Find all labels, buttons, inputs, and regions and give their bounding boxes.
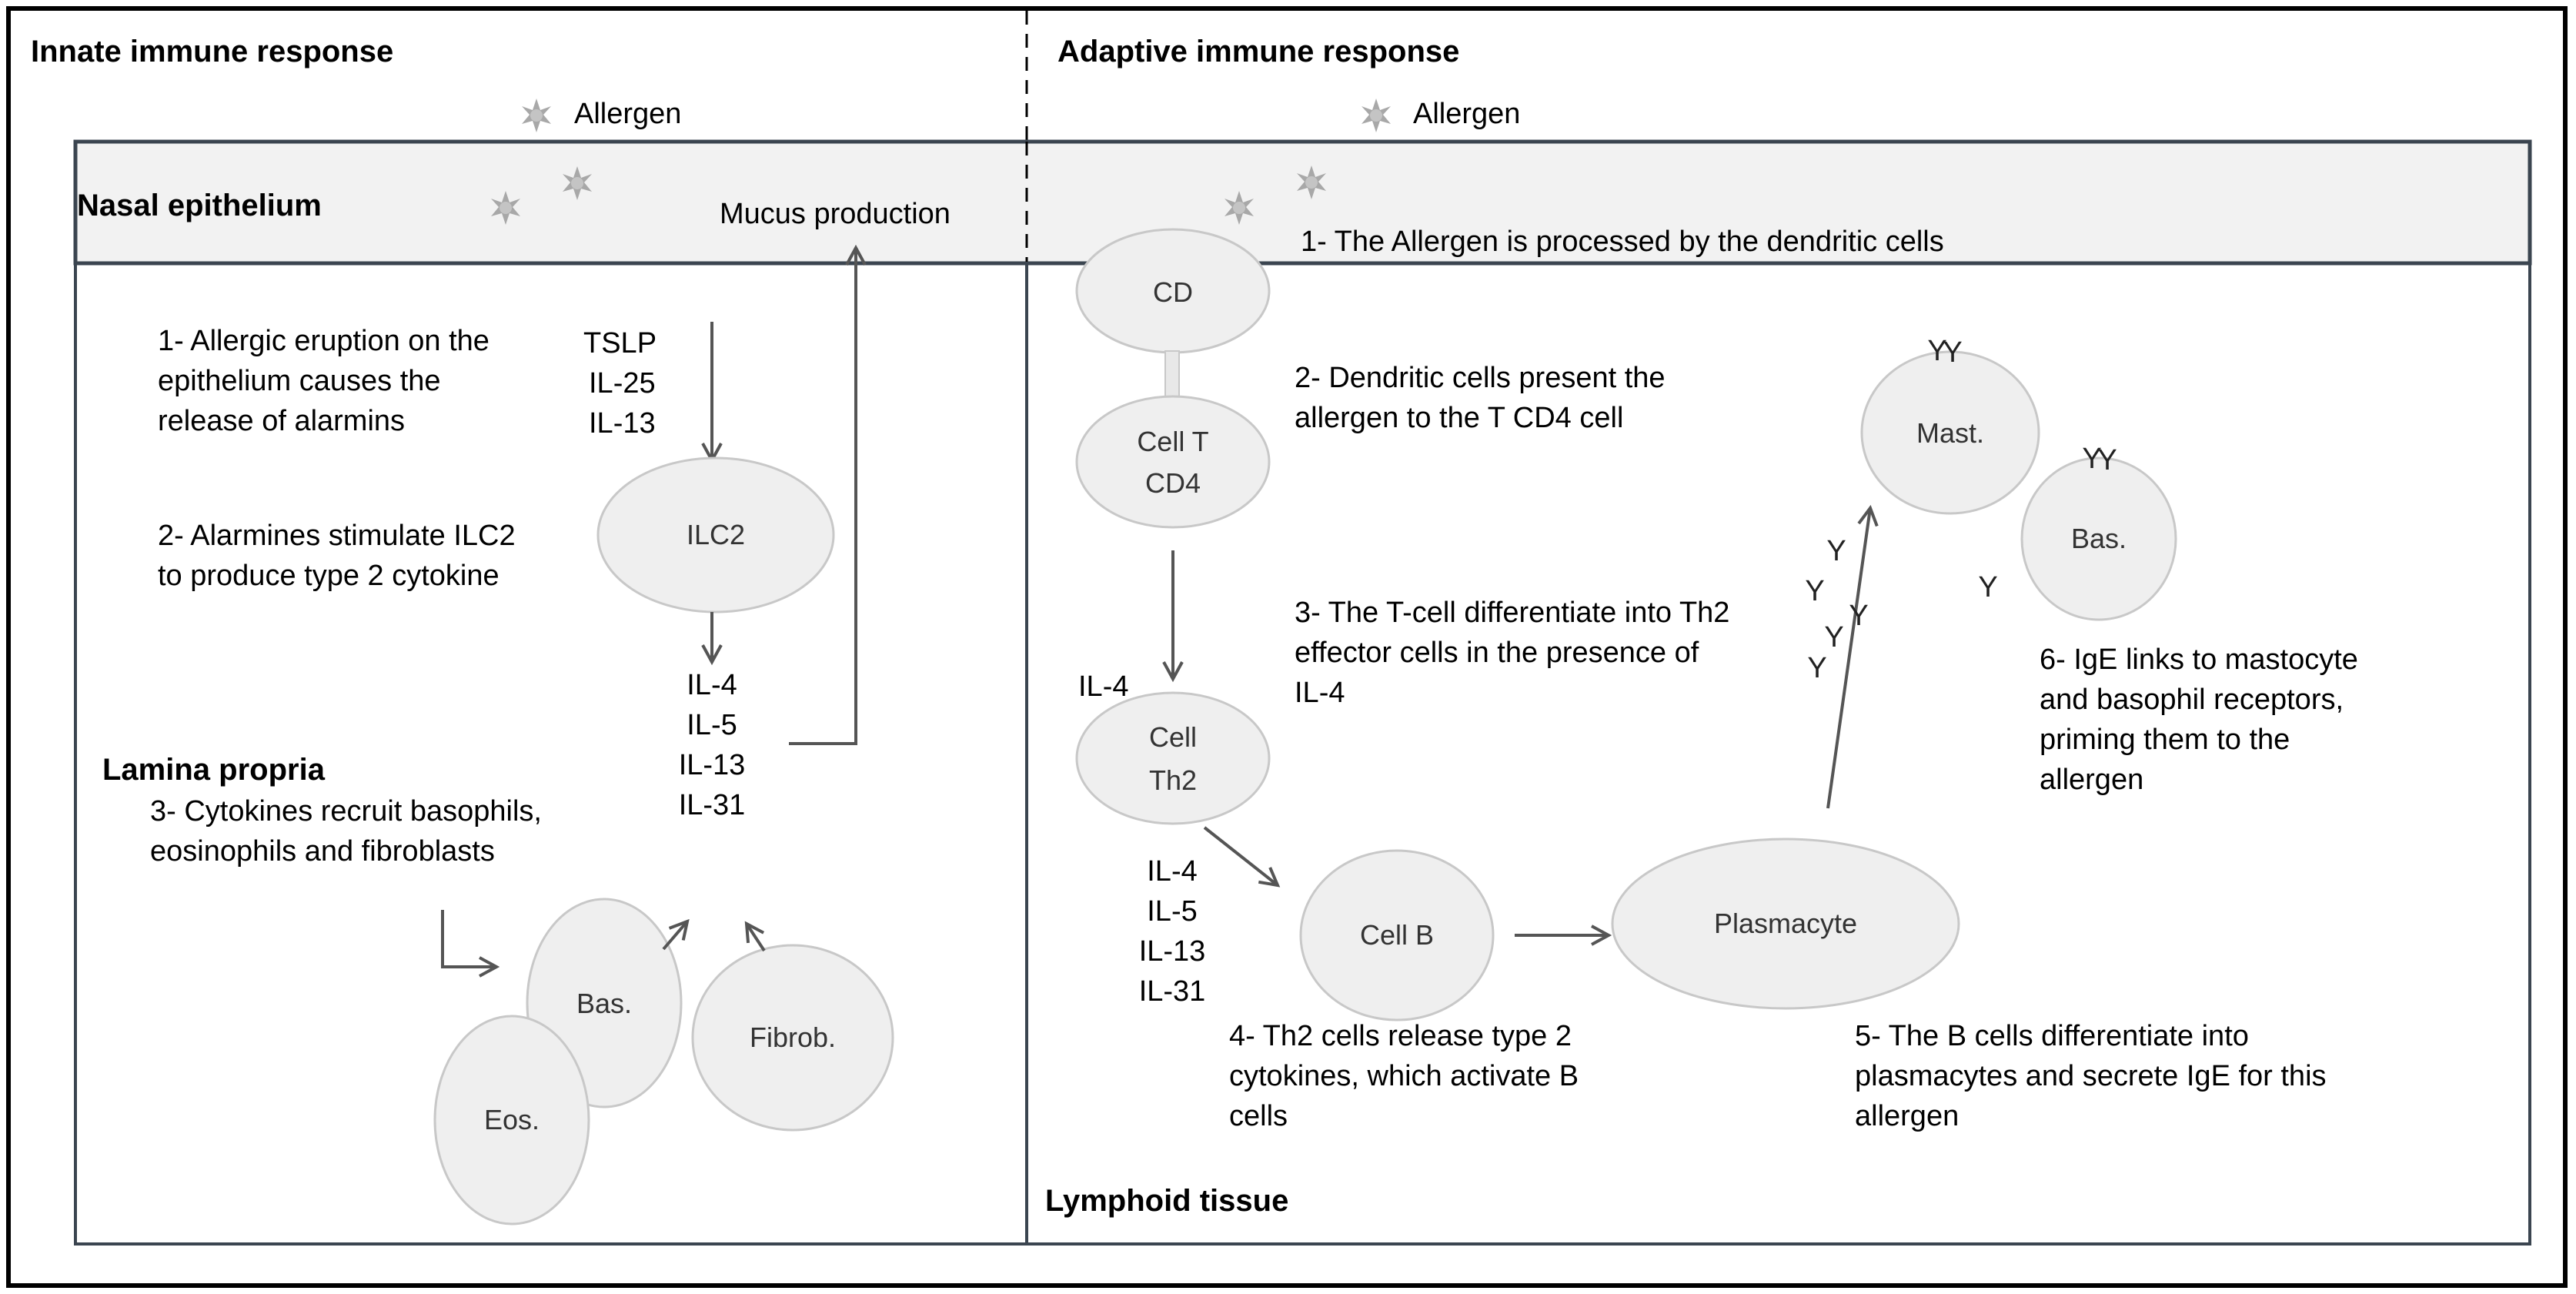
ige-receptor: Y	[1927, 335, 1946, 367]
allergen-label-right: Allergen	[1413, 98, 1520, 130]
svg-text:plasmacytes and secrete IgE fo: plasmacytes and secrete IgE for this	[1855, 1060, 2327, 1092]
cell-dendritic-label: CD	[1153, 276, 1193, 308]
ige-antibody: Y	[1805, 575, 1824, 607]
title-adaptive: Adaptive immune response	[1057, 35, 1459, 69]
cell-eosinophil	[433, 1015, 590, 1225]
arrow-recruit	[441, 910, 496, 967]
alarmin-list: TSLP IL-25 IL-13	[583, 327, 657, 440]
svg-text:cells: cells	[1229, 1100, 1288, 1132]
svg-text:IL-4: IL-4	[1295, 677, 1345, 709]
cell-th2-label-1: Cell	[1149, 721, 1197, 753]
cell-t-cd4	[1075, 395, 1271, 529]
cell-fibroblast	[691, 944, 894, 1132]
svg-text:IL-4: IL-4	[1147, 855, 1197, 888]
svg-text:release of alarmins: release of alarmins	[158, 405, 405, 437]
ige-antibody: Y	[1826, 535, 1846, 567]
arrow-th2-to-b	[1203, 826, 1278, 885]
svg-text:IL-13: IL-13	[679, 749, 746, 781]
cell-plasmacyte-label: Plasmacyte	[1714, 908, 1857, 939]
innate-step2: 2- Alarmines stimulate ILC2 to produce t…	[158, 520, 516, 592]
tissue-box	[74, 262, 2531, 1246]
mucus-production-label: Mucus production	[720, 198, 951, 230]
ige-antibody: Y	[1978, 571, 1997, 604]
svg-text:IL-31: IL-31	[679, 789, 746, 821]
svg-text:TSLP: TSLP	[583, 327, 657, 359]
ige-receptor: Y	[2097, 444, 2117, 476]
adaptive-step5: 5- The B cells differentiate into plasma…	[1855, 1020, 2327, 1132]
svg-text:epithelium causes the: epithelium causes the	[158, 365, 441, 397]
cell-basophil-adaptive	[2020, 456, 2177, 621]
svg-text:3- Cytokines recruit basophils: 3- Cytokines recruit basophils,	[150, 795, 542, 828]
svg-text:IL-13: IL-13	[1139, 935, 1206, 968]
cell-b	[1299, 849, 1495, 1021]
adaptive-step2: 2- Dendritic cells present the allergen …	[1295, 362, 1666, 434]
cell-plasmacyte	[1611, 838, 1960, 1010]
cell-mastocyte	[1860, 350, 2040, 515]
svg-text:priming them to the: priming them to the	[2040, 724, 2290, 756]
svg-text:and basophil receptors,: and basophil receptors,	[2040, 684, 2344, 716]
adaptive-step1: 1- The Allergen is processed by the dend…	[1301, 226, 1944, 258]
svg-text:6- IgE links to mastocyte: 6- IgE links to mastocyte	[2040, 644, 2358, 676]
adaptive-cytokine-list: IL-4 IL-5 IL-13 IL-31	[1139, 855, 1206, 1008]
cell-th2	[1075, 691, 1271, 825]
innate-step3: 3- Cytokines recruit basophils, eosinoph…	[150, 795, 542, 868]
innate-step1: 1- Allergic eruption on the epithelium c…	[158, 325, 489, 437]
ige-antibody: Y	[1824, 621, 1843, 654]
ige-receptor: Y	[1943, 336, 1962, 369]
cell-t-cd4-label-1: Cell T	[1137, 426, 1208, 457]
cell-b-label: Cell B	[1360, 919, 1434, 951]
cell-eosinophil-label: Eos.	[484, 1104, 540, 1135]
cell-basophil-adaptive-label: Bas.	[2071, 523, 2127, 554]
svg-text:allergen to the T CD4 cell: allergen to the T CD4 cell	[1295, 402, 1623, 434]
ige-antibody: Y	[1849, 600, 1868, 632]
svg-text:3- The T-cell differentiate in: 3- The T-cell differentiate into Th2	[1295, 597, 1729, 629]
svg-text:1- Allergic eruption on the: 1- Allergic eruption on the	[158, 325, 489, 357]
arrow-plasmacyte-to-mast	[1826, 508, 1870, 809]
arrow-basophil-up	[662, 921, 687, 951]
arrow-cytokines-to-mucus	[789, 248, 856, 745]
svg-text:IL-13: IL-13	[589, 407, 656, 440]
svg-text:2- Alarmines stimulate ILC2: 2- Alarmines stimulate ILC2	[158, 520, 516, 552]
region-lymphoid-tissue: Lymphoid tissue	[1045, 1184, 1288, 1218]
adaptive-step3: 3- The T-cell differentiate into Th2 eff…	[1295, 597, 1729, 709]
svg-text:to produce type 2 cytokine: to produce type 2 cytokine	[158, 560, 499, 592]
ige-receptor: Y	[2082, 443, 2101, 475]
ige-antibody: Y	[1807, 652, 1826, 684]
svg-text:IL-5: IL-5	[1147, 895, 1197, 928]
title-innate: Innate immune response	[31, 35, 393, 69]
cell-ilc2-label: ILC2	[687, 519, 745, 550]
allergen-label-left: Allergen	[574, 98, 681, 130]
svg-text:5- The B cells differentiate i: 5- The B cells differentiate into	[1855, 1020, 2249, 1052]
epithelium-band	[73, 139, 2532, 266]
region-nasal-epithelium: Nasal epithelium	[77, 189, 322, 222]
cell-basophil-label: Bas.	[576, 988, 632, 1019]
cell-th2-label-2: Th2	[1149, 764, 1197, 796]
svg-text:allergen: allergen	[1855, 1100, 1959, 1132]
adaptive-step6: 6- IgE links to mastocyte and basophil r…	[2040, 644, 2358, 796]
svg-text:IL-4: IL-4	[687, 669, 737, 701]
il4-label: IL-4	[1078, 670, 1128, 703]
svg-text:2- Dendritic cells present the: 2- Dendritic cells present the	[1295, 362, 1666, 394]
svg-text:IL-25: IL-25	[589, 367, 656, 400]
svg-text:4- Th2 cells release type 2: 4- Th2 cells release type 2	[1229, 1020, 1572, 1052]
innate-cytokine-list: IL-4 IL-5 IL-13 IL-31	[679, 669, 746, 821]
svg-text:cytokines, which activate B: cytokines, which activate B	[1229, 1060, 1579, 1092]
svg-text:IL-5: IL-5	[687, 709, 737, 741]
svg-text:effector cells in the presence: effector cells in the presence of	[1295, 637, 1699, 669]
svg-text:IL-31: IL-31	[1139, 975, 1206, 1008]
cell-ilc2	[596, 456, 835, 614]
svg-text:eosinophils and fibroblasts: eosinophils and fibroblasts	[150, 835, 495, 868]
cell-t-cd4-label-2: CD4	[1145, 467, 1201, 499]
cell-mastocyte-label: Mast.	[1916, 417, 1984, 449]
svg-text:allergen: allergen	[2040, 764, 2143, 796]
adaptive-step4: 4- Th2 cells release type 2 cytokines, w…	[1229, 1020, 1579, 1132]
region-lamina-propria: Lamina propria	[102, 753, 326, 787]
arrow-fibroblast-up	[747, 924, 766, 952]
cell-fibroblast-label: Fibrob.	[750, 1021, 836, 1053]
